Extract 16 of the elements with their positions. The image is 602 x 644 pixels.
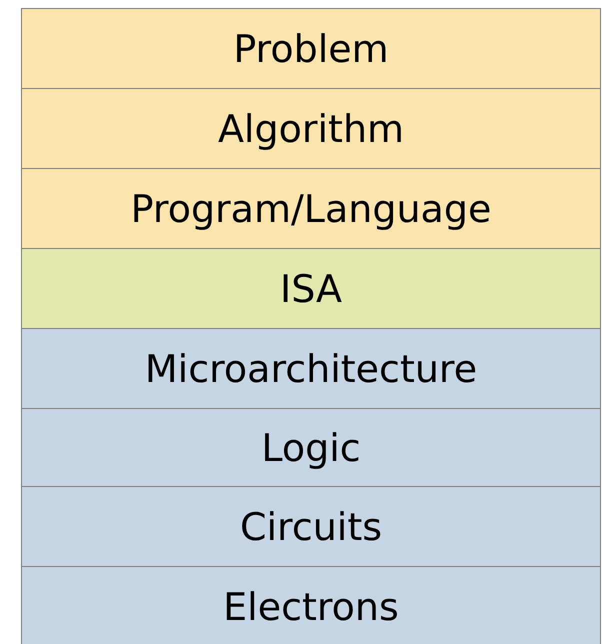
layer-label: Electrons (223, 584, 399, 629)
layer-box (21, 566, 601, 644)
layer-box (21, 408, 601, 488)
layer-label: Microarchitecture (144, 346, 478, 391)
layer-box (21, 88, 601, 170)
layer-label: ISA (280, 266, 342, 311)
layer-label: Problem (233, 26, 389, 71)
layer-label: Logic (261, 426, 361, 470)
layer-box (21, 328, 601, 410)
layer-box (21, 8, 601, 90)
layer-label: Program/Language (130, 186, 492, 231)
layer-box (21, 486, 601, 568)
layer-box (21, 168, 601, 250)
layer-label: Algorithm (218, 106, 404, 151)
layer-box (21, 248, 601, 330)
layer-label: Circuits (240, 504, 382, 549)
